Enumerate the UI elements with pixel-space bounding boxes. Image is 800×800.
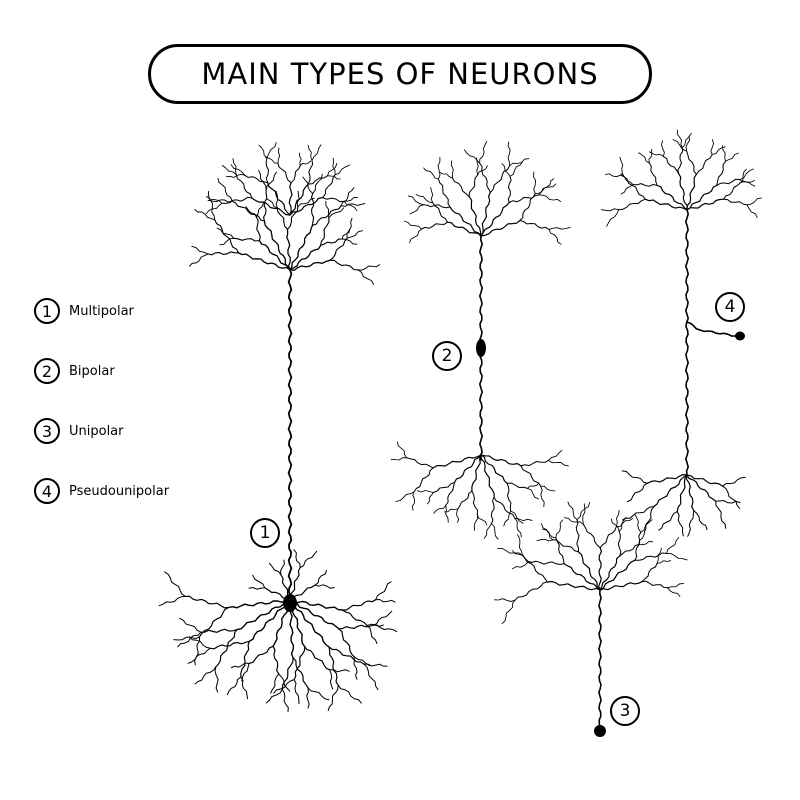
legend-item-multipolar: 1 Multipolar <box>34 296 134 326</box>
marker-multipolar: 1 <box>250 518 280 548</box>
multipolar-neuron <box>158 142 398 713</box>
title-banner: MAIN TYPES OF NEURONS <box>148 44 652 104</box>
pseudounipolar-neuron <box>600 129 762 537</box>
unipolar-neuron <box>494 501 688 737</box>
legend-item-bipolar: 2 Bipolar <box>34 356 115 386</box>
legend-badge: 1 <box>34 298 60 324</box>
legend-label: Bipolar <box>69 363 115 379</box>
page-title: MAIN TYPES OF NEURONS <box>201 57 599 91</box>
legend-label: Unipolar <box>69 423 124 439</box>
marker-bipolar: 2 <box>432 341 462 371</box>
legend-badge: 4 <box>34 478 60 504</box>
legend-badge: 2 <box>34 358 60 384</box>
legend-badge: 3 <box>34 418 60 444</box>
legend-label: Pseudounipolar <box>69 483 170 499</box>
marker-unipolar: 3 <box>610 696 640 726</box>
bipolar-neuron <box>390 141 571 540</box>
legend-item-unipolar: 3 Unipolar <box>34 416 124 446</box>
legend-item-pseudounipolar: 4 Pseudounipolar <box>34 476 169 506</box>
legend-label: Multipolar <box>69 303 134 319</box>
marker-pseudounipolar: 4 <box>715 292 745 322</box>
